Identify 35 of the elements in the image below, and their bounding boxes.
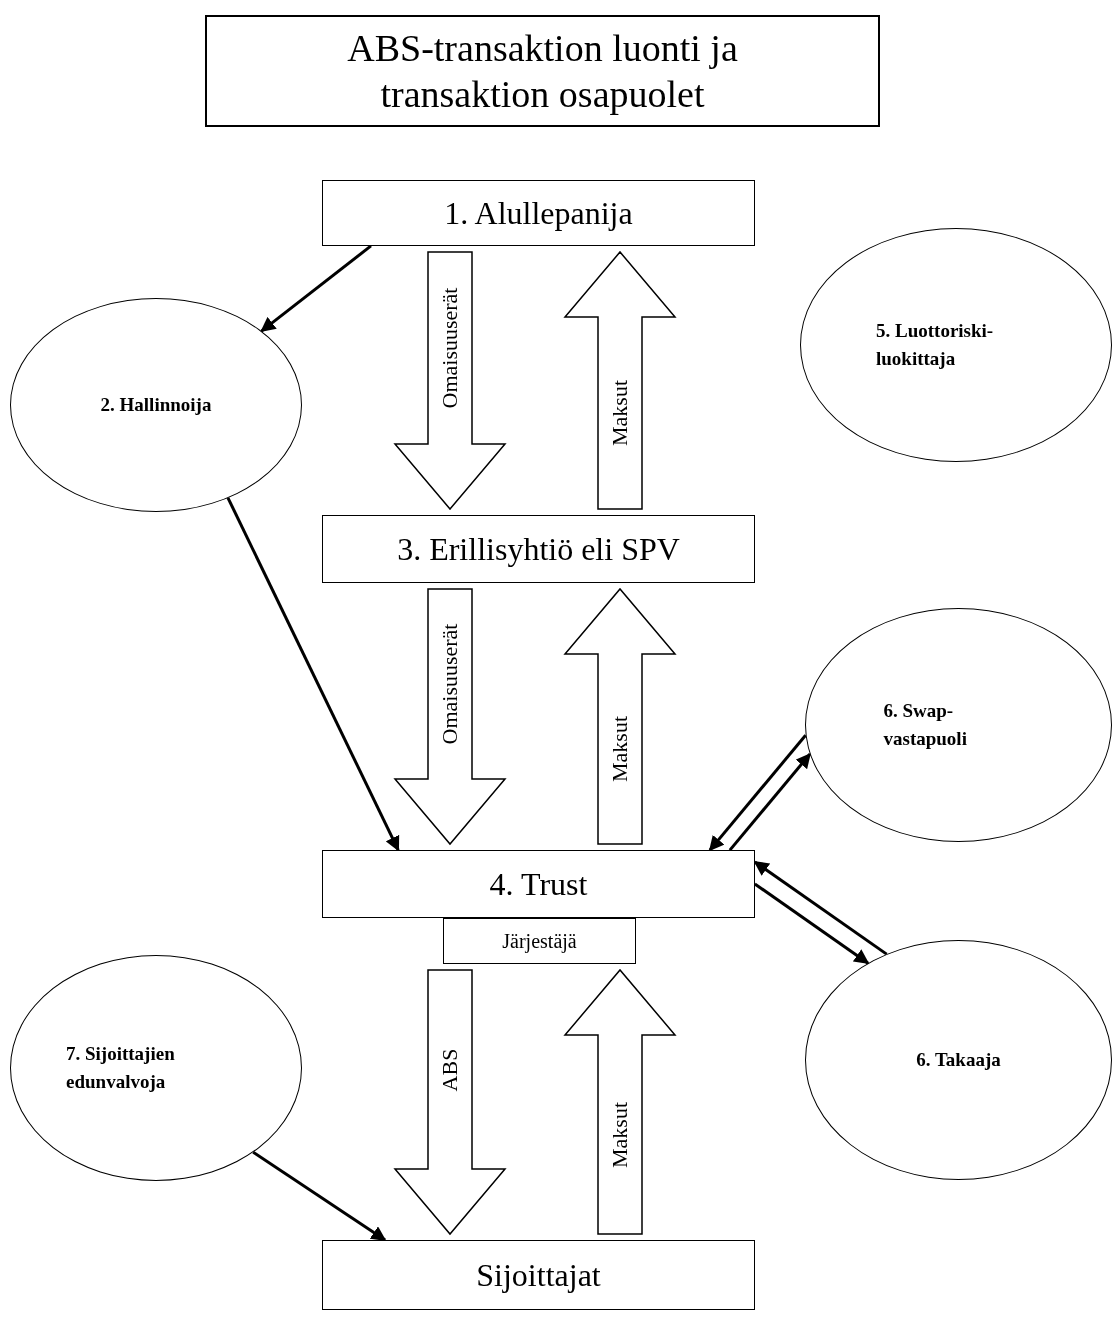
title: ABS-transaktion luonti ja transaktion osapuolet <box>346 26 739 117</box>
edge-label: Maksut <box>609 1101 631 1168</box>
arrow <box>753 860 888 956</box>
node-label: Sijoittajat <box>476 1255 601 1295</box>
block-arrow <box>393 969 507 1236</box>
process-box <box>322 1240 755 1310</box>
edge-label: ABS <box>439 1048 461 1091</box>
process-box <box>322 850 755 918</box>
arrow <box>728 752 812 852</box>
arrow <box>754 882 870 965</box>
block-arrow <box>563 968 677 1235</box>
node-label: 6. Takaaja <box>916 1048 1001 1073</box>
node-label: Järjestäjä <box>502 928 577 955</box>
arrow <box>252 1150 387 1242</box>
arrow <box>708 734 807 852</box>
node-label: 6. Swap-vastapuoli <box>883 699 968 751</box>
block-arrow <box>393 251 507 511</box>
process-box <box>322 515 755 583</box>
node-label: 3. Erillisyhtiö eli SPV <box>397 529 680 569</box>
edge-label: Omaisuuserät <box>439 623 461 745</box>
edge-label: Omaisuuserät <box>439 287 461 409</box>
block-arrow <box>563 587 677 845</box>
arrow <box>260 244 372 333</box>
node-label: 2. Hallinnoija <box>100 393 212 418</box>
arrow <box>226 497 400 852</box>
edge-label: Maksut <box>609 380 631 446</box>
edge-label: Maksut <box>609 716 631 782</box>
block-arrow <box>393 588 507 846</box>
process-box <box>322 180 755 246</box>
node-label: 5. Luottoriski-luokittaja <box>876 319 995 371</box>
node-label: 7. Sijoittajien edunvalvoja <box>66 1042 176 1094</box>
block-arrow <box>563 250 677 510</box>
node-label: 1. Alullepanija <box>444 193 633 233</box>
process-box <box>443 918 636 964</box>
node-label: 4. Trust <box>489 864 588 904</box>
